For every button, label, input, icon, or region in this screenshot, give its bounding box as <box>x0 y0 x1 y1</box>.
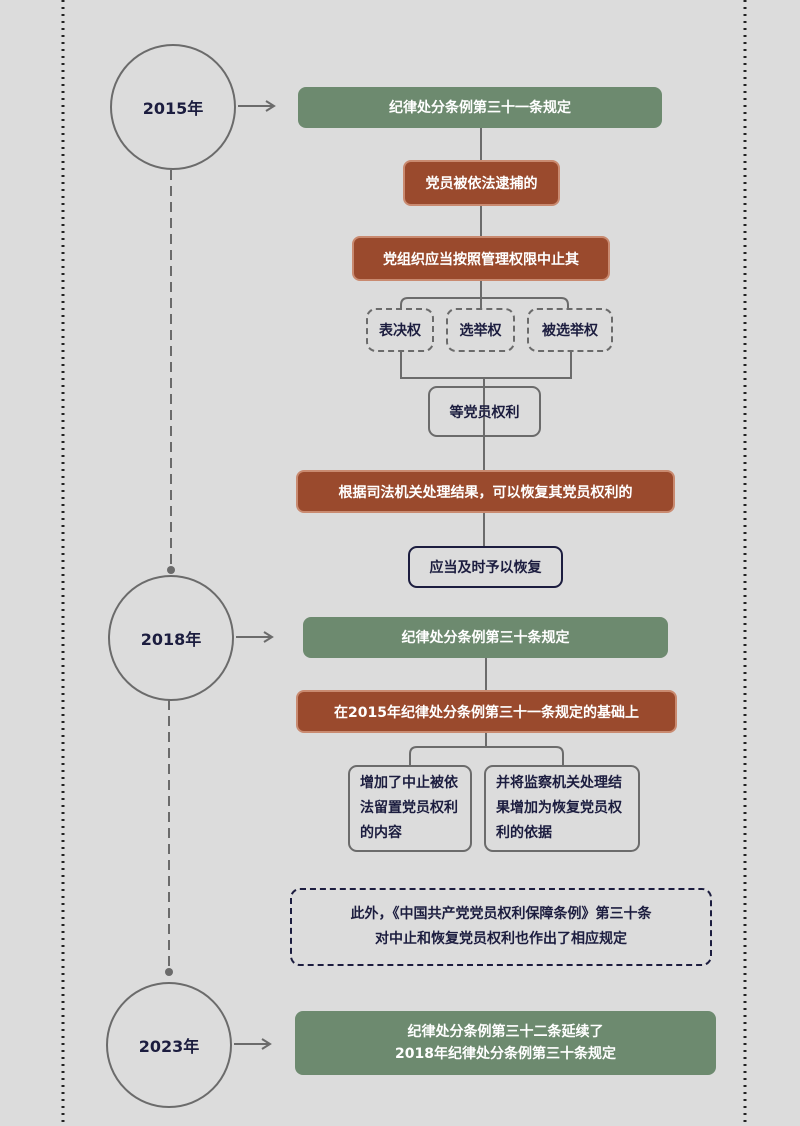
restore-condition: 根据司法机关处理结果，可以恢复其党员权利的 <box>296 470 675 513</box>
restore-action: 应当及时予以恢复 <box>408 546 563 588</box>
note-line-1: 此外，《中国共产党党员权利保障条例》第三十条 <box>350 906 652 922</box>
rule-2015-title: 纪律处分条例第三十一条规定 <box>298 87 662 128</box>
year-node-2023: 2023年 <box>106 982 232 1108</box>
note-box: 此外，《中国共产党党员权利保障条例》第三十条 对中止和恢复党员权利也作出了相应规… <box>290 888 712 966</box>
right-electing: 选举权 <box>446 308 515 352</box>
year-node-2015: 2015年 <box>110 44 236 170</box>
right-being-elected: 被选举权 <box>527 308 613 352</box>
other-rights: 等党员权利 <box>428 386 541 437</box>
rule-2018-title: 纪律处分条例第三十条规定 <box>303 617 668 658</box>
year-node-2018: 2018年 <box>108 575 234 701</box>
rule-2023-line-2: 2018年纪律处分条例第三十条规定 <box>395 1046 616 1062</box>
action-suspend: 党组织应当按照管理权限中止其 <box>352 236 610 281</box>
change-supervision: 并将监察机关处理结果增加为恢复党员权利的依据 <box>484 765 640 852</box>
basis-2018: 在2015年纪律处分条例第三十一条规定的基础上 <box>296 690 677 733</box>
right-voting: 表决权 <box>366 308 434 352</box>
rule-2023-line-1: 纪律处分条例第三十二条延续了 <box>407 1024 604 1040</box>
note-line-2: 对中止和恢复党员权利也作出了相应规定 <box>375 931 627 947</box>
change-detention: 增加了中止被依法留置党员权利的内容 <box>348 765 472 852</box>
condition-arrested: 党员被依法逮捕的 <box>403 160 560 206</box>
rule-2023-title: 纪律处分条例第三十二条延续了 2018年纪律处分条例第三十条规定 <box>295 1011 716 1075</box>
